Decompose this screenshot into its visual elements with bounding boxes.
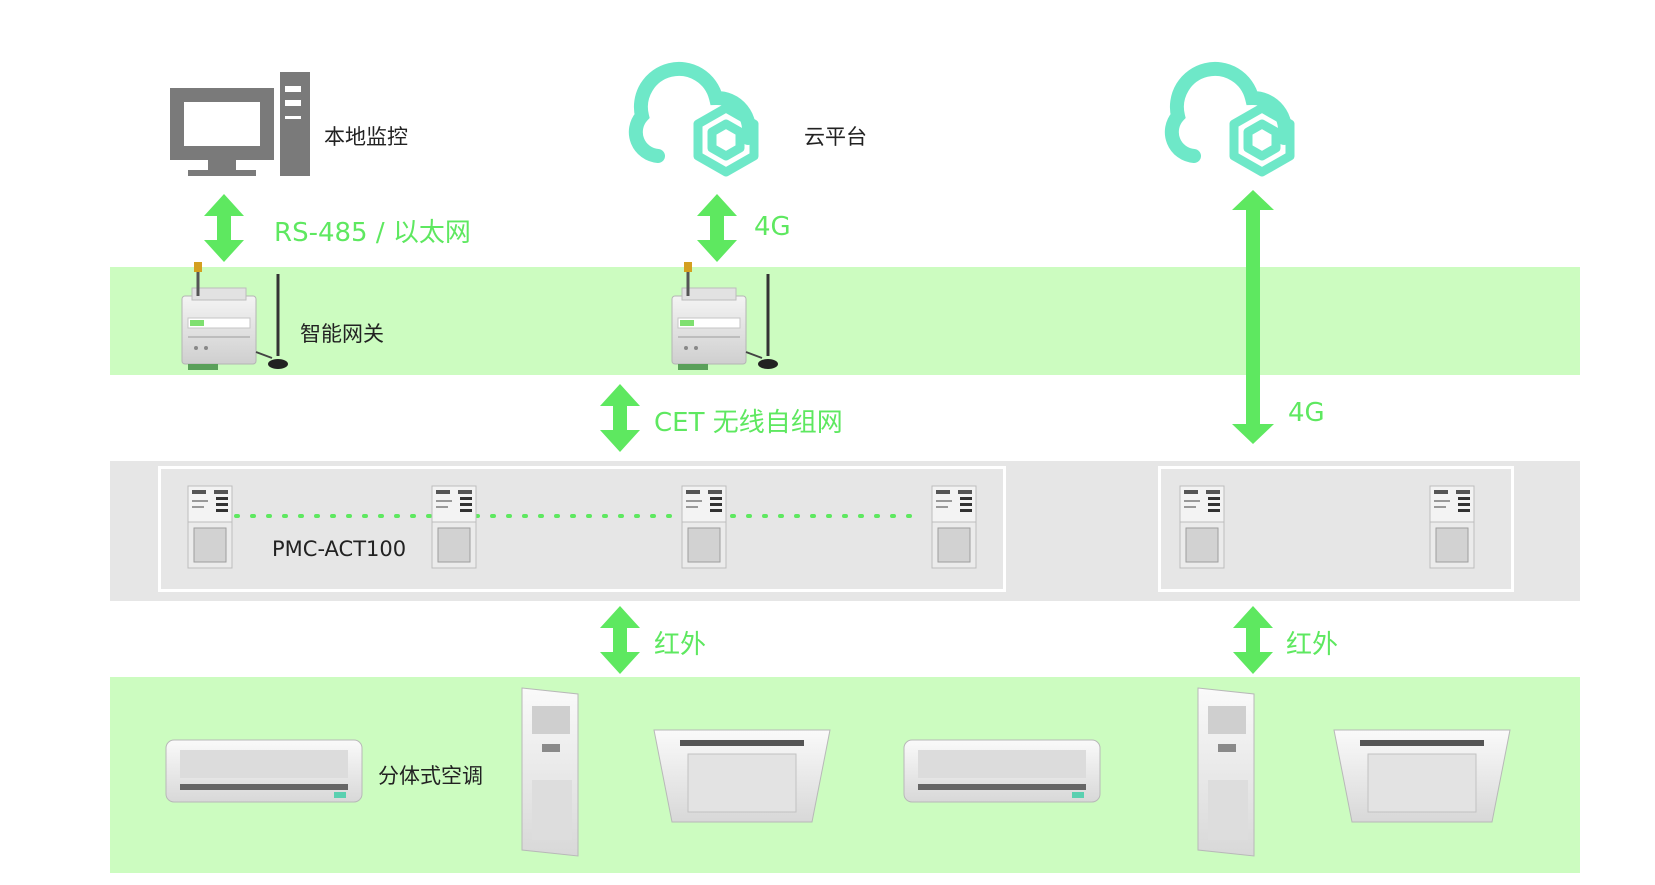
controller-group-right <box>1158 466 1514 592</box>
controller-device-icon <box>681 485 727 569</box>
aircon-icon <box>653 729 831 823</box>
aircon-icon <box>165 739 363 803</box>
local-monitor-label: 本地监控 <box>324 125 408 149</box>
cloud-platform-label: 云平台 <box>804 125 867 149</box>
aircon-icon <box>1333 729 1511 823</box>
controller-device-icon <box>1429 485 1475 569</box>
arrow-ir-left <box>600 606 640 674</box>
controller-band <box>110 461 1580 601</box>
arrow-ir-right <box>1233 606 1273 674</box>
arrow-wireless <box>600 384 640 452</box>
gateway-device-icon <box>670 260 780 372</box>
ir-right-link-label: 红外 <box>1286 630 1339 660</box>
controller-device-icon <box>187 485 233 569</box>
4g-right-link-label: 4G <box>1288 398 1325 428</box>
arrow-4g-long <box>1232 190 1274 444</box>
controller-label: PMC-ACT100 <box>272 537 407 561</box>
aircon-icon <box>903 739 1101 803</box>
gateway-label: 智能网关 <box>300 322 384 346</box>
ir-left-link-label: 红外 <box>654 630 707 660</box>
computer-icon <box>170 72 310 176</box>
aircon-label: 分体式空调 <box>378 764 483 788</box>
cloud-icon <box>636 69 754 172</box>
controller-group-left <box>158 466 1006 592</box>
controller-device-icon <box>931 485 977 569</box>
cloud-icon <box>1172 69 1290 172</box>
arrow-4g-top <box>697 194 737 262</box>
wireless-link-label: CET 无线自组网 <box>654 408 843 438</box>
gateway-device-icon <box>180 260 290 372</box>
aircon-icon <box>521 687 579 857</box>
aircon-icon <box>1197 687 1255 857</box>
controller-device-icon <box>431 485 477 569</box>
controller-device-icon <box>1179 485 1225 569</box>
arrow-rs485 <box>204 194 244 262</box>
4g-top-link-label: 4G <box>754 212 791 242</box>
rs485-link-label: RS-485 / 以太网 <box>274 218 471 248</box>
gateway-band <box>110 267 1580 375</box>
